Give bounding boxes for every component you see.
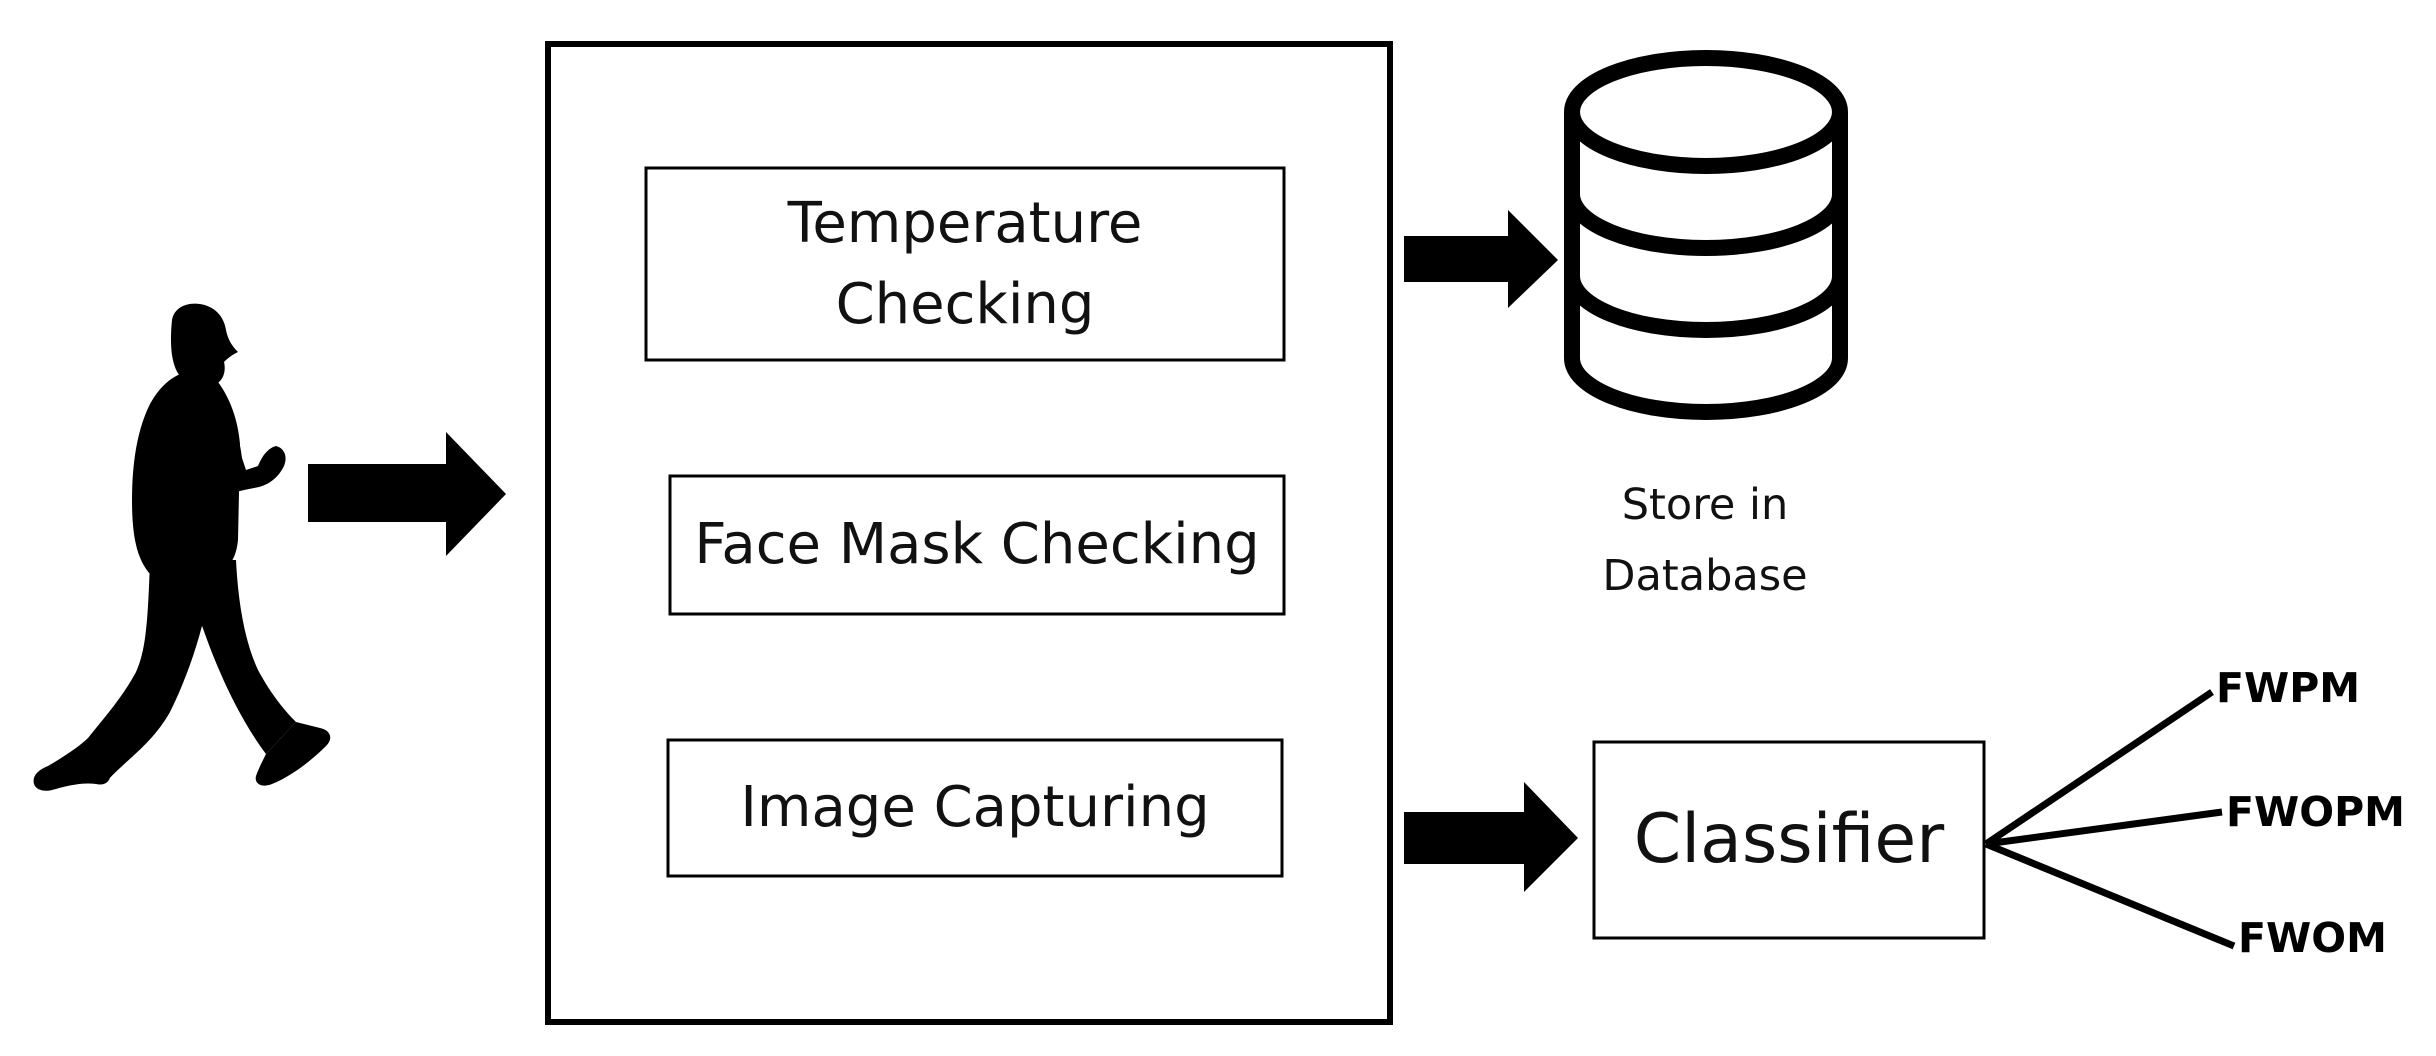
face-mask-checking-box xyxy=(668,474,1286,616)
temperature-checking-line1: Temperature xyxy=(787,190,1143,256)
output-fwom: FWOM xyxy=(2238,914,2387,962)
arrow-to-database xyxy=(1404,210,1558,308)
classifier-label: Classifier xyxy=(1594,742,1984,938)
classifier-box xyxy=(1592,740,1986,940)
database-label-line1: Store in xyxy=(1621,480,1789,531)
database-label-line2: Database xyxy=(1602,551,1808,601)
temperature-checking-box xyxy=(644,166,1286,362)
output-fwpm: FWPM xyxy=(2216,664,2361,712)
face-mask-checking-label: Face Mask Checking xyxy=(670,476,1284,614)
process-box xyxy=(545,41,1393,1025)
temperature-checking-line2: Checking xyxy=(835,272,1095,337)
temperature-checking-label: Temperature Checking xyxy=(646,168,1284,360)
line-to-fwpm xyxy=(1984,689,2214,847)
line-to-fwom xyxy=(1984,840,2236,950)
database-icon xyxy=(1564,50,1848,421)
face-mask-checking-text: Face Mask Checking xyxy=(694,512,1260,578)
database-label: Store in Database xyxy=(1560,466,1850,616)
image-capturing-text: Image Capturing xyxy=(740,775,1210,841)
image-capturing-label: Image Capturing xyxy=(668,740,1282,876)
output-fwopm: FWOPM xyxy=(2226,788,2405,836)
arrow-to-process xyxy=(308,432,506,556)
line-to-fwopm xyxy=(1985,808,2223,848)
walking-person-icon xyxy=(33,303,331,791)
image-capturing-box xyxy=(666,738,1284,878)
arrow-to-classifier xyxy=(1404,782,1578,892)
classifier-text: Classifier xyxy=(1633,799,1945,879)
